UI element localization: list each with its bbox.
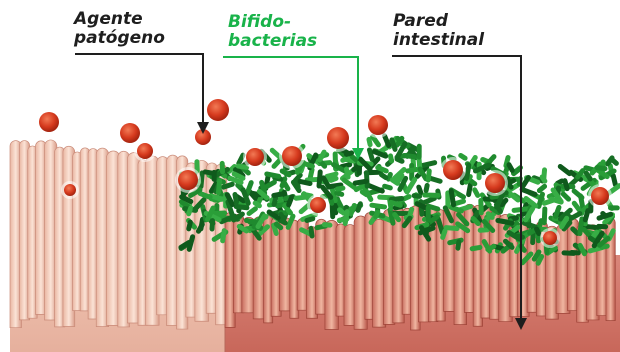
pathogen-cell (120, 123, 140, 143)
pathogen-arrow (75, 54, 209, 134)
bifidobacterium (569, 250, 581, 256)
pathogen-cell (137, 143, 153, 159)
pathogen-cell (207, 99, 229, 121)
pathogen-cell (368, 115, 388, 135)
pathogen-cell (443, 160, 463, 180)
pathogen-cell (282, 146, 302, 166)
pathogen-cell (178, 170, 198, 190)
bifidobacteria-label: Bifido- bacterias (228, 13, 317, 51)
pathogen-cell (39, 112, 59, 132)
pathogen-cell (543, 231, 557, 245)
intestinal-wall-label: Pared intestinal (393, 12, 484, 50)
bifidobacterium (478, 198, 484, 216)
pathogen-cell (64, 184, 76, 196)
pathogen-cell (327, 127, 349, 149)
bifidobacterium (608, 205, 620, 210)
bifidobacterium (471, 186, 481, 198)
bifidobacterium (542, 206, 548, 225)
pathogen-cell (246, 148, 264, 166)
pathogen-cell (485, 173, 505, 193)
bifidobacterium (426, 205, 431, 222)
bifidobacterium (417, 144, 422, 160)
pathogen-label: Agente patógeno (74, 10, 165, 48)
pathogen-cell (591, 187, 609, 205)
bifidobacterium (212, 170, 217, 182)
bifidobacterium (293, 194, 308, 201)
bifidobacterium (422, 192, 441, 197)
pathogen-cell (310, 197, 326, 213)
bifidobacterium (209, 218, 215, 232)
villi-left (10, 140, 227, 329)
bifidobacterium (220, 161, 226, 175)
bifidobacterium (596, 224, 608, 230)
bifidobacterium (423, 182, 430, 193)
